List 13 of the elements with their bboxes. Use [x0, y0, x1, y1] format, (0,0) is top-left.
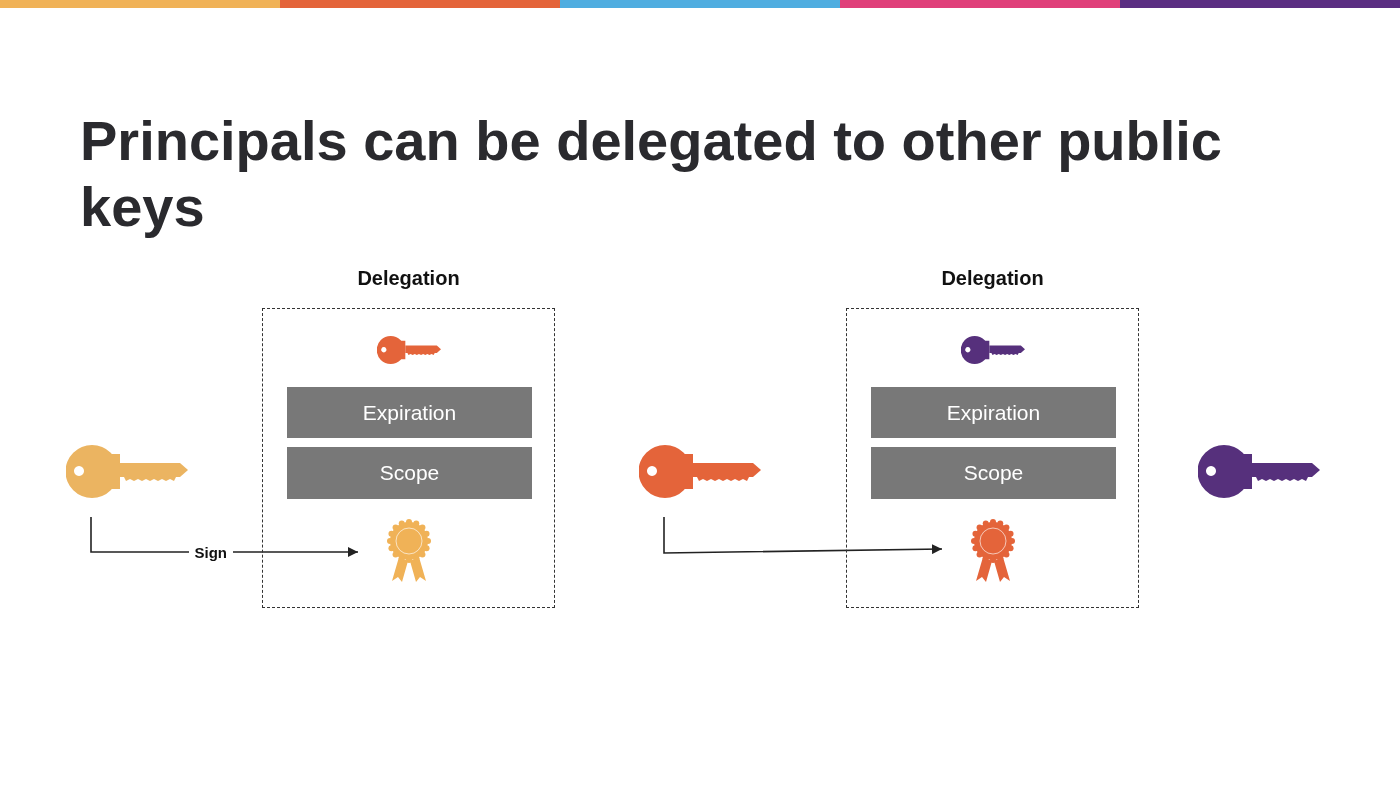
key-icon — [961, 336, 1025, 364]
arrow — [663, 516, 943, 555]
slide-title: Principals can be delegated to other public keys — [80, 108, 1223, 240]
key-icon — [639, 445, 761, 498]
box-heading: Delegation — [356, 267, 461, 290]
key-icon — [377, 336, 441, 364]
field-bar: Expiration — [871, 387, 1116, 438]
key-icon — [1198, 445, 1320, 498]
box-heading: Delegation — [940, 267, 1045, 290]
field-bar: Scope — [871, 447, 1116, 499]
field-bar: Expiration — [287, 387, 532, 438]
field-bar: Scope — [287, 447, 532, 499]
key-icon — [66, 445, 188, 498]
